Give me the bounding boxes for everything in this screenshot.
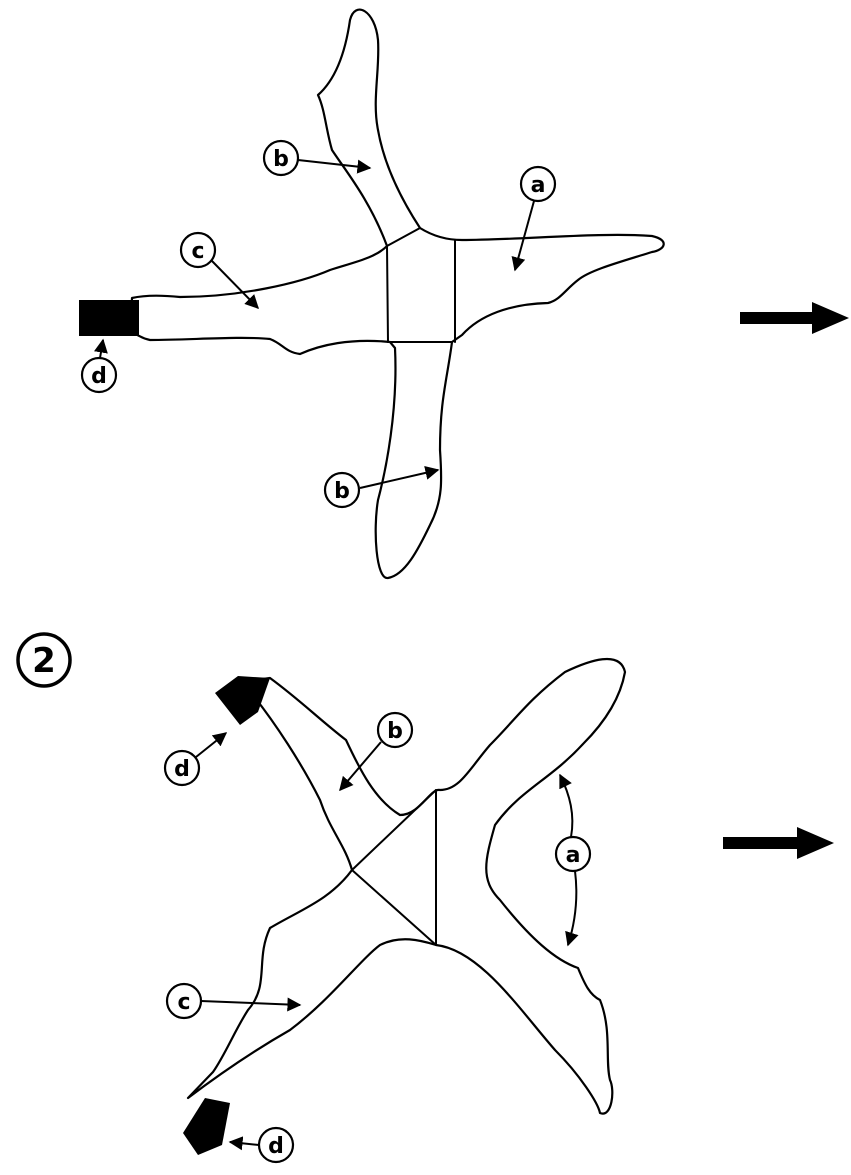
step-1-label-b-upper: b [262,139,372,177]
step-2-block-d-upper [215,676,270,725]
svg-text:a: a [531,173,546,198]
right-arrow-icon [740,302,849,334]
step-1-outline [128,8,665,580]
step-1-label-c: c [179,231,259,310]
step-2-label-d-lower: d [228,1126,295,1164]
step-1-seam-left [386,245,389,343]
svg-text:c: c [177,990,190,1015]
step-2-label-b: b [339,711,414,792]
step-1-label-b-lower: b [323,466,440,509]
step-2-label-d-upper: d [163,732,228,787]
svg-text:b: b [334,479,350,504]
step-2-seam-diagonal-bottom [351,869,437,946]
step-2-figure: d b a c d [163,657,627,1164]
svg-text:c: c [191,239,204,264]
step-2-label-a: a [554,773,592,947]
step-1-block-d [79,300,139,336]
step-2-number: 2 [16,632,72,688]
step-2-seam-diagonal-top [351,789,437,871]
step-1-label-d: d [80,338,118,394]
svg-text:d: d [91,364,107,389]
svg-text:d: d [268,1134,284,1159]
right-arrow-icon [723,827,834,859]
step-1-seam-top [386,227,421,247]
step-1-label-a: a [511,165,557,272]
step-1-figure: b a c d b [79,8,665,580]
svg-text:d: d [174,757,190,782]
svg-text:b: b [273,147,289,172]
step-2-block-d-lower [183,1098,230,1155]
svg-text:b: b [387,719,403,744]
svg-text:2: 2 [32,641,56,681]
step-2-label-c: c [165,982,302,1020]
step-2-outline [186,657,627,1115]
svg-text:a: a [566,843,581,868]
